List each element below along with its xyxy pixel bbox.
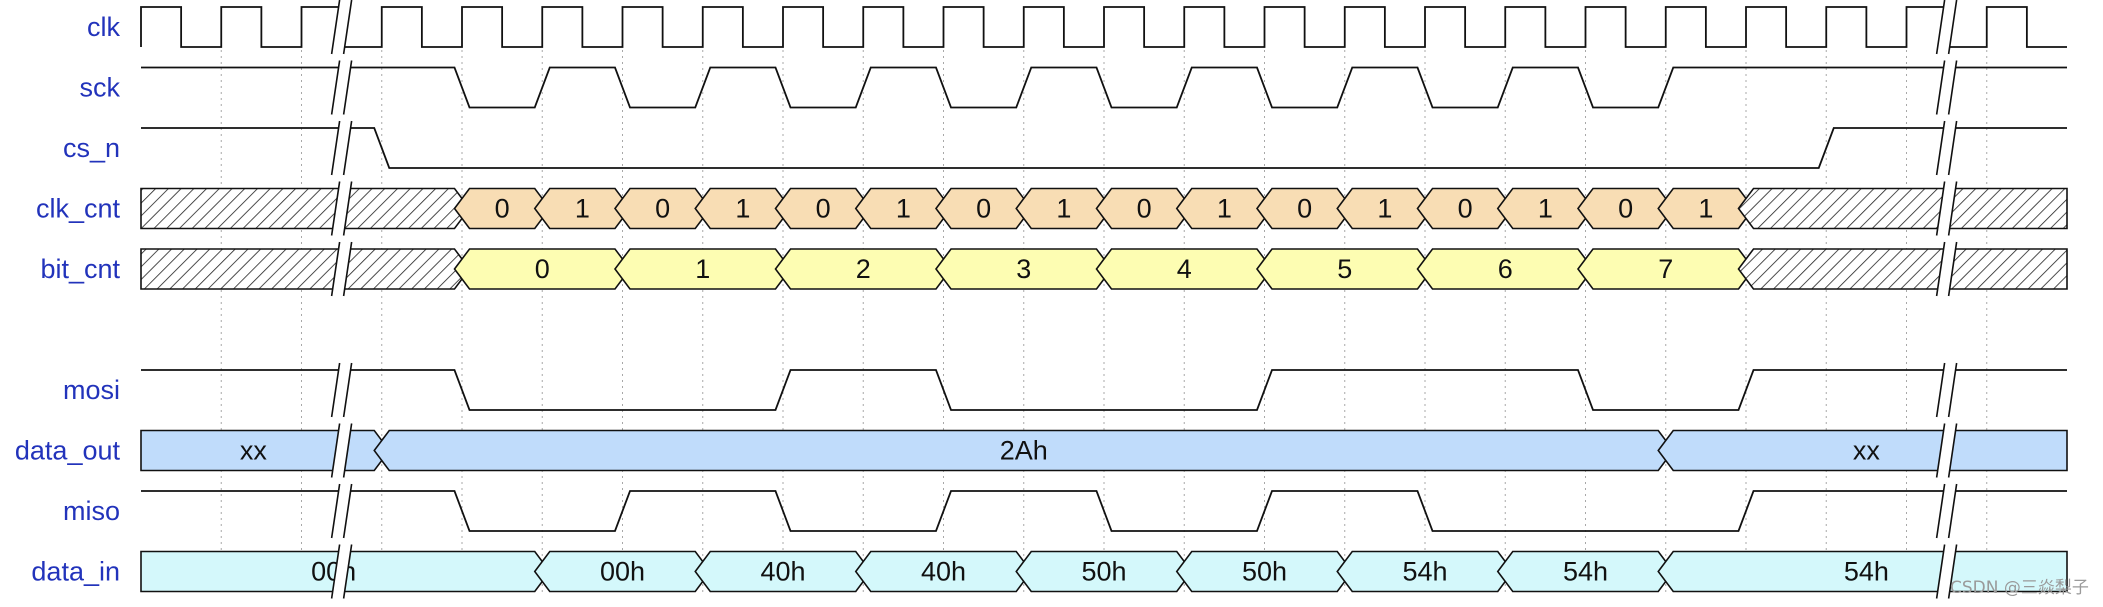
bus-value-label: 0 [535,254,550,284]
signal-bit-cnt: bit_cnt 0 1 2 3 4 5 6 7 [40,248,2068,290]
signal-miso: miso [63,490,2067,532]
bus-value-label: 5 [1337,254,1352,284]
time-break [1935,483,1958,539]
time-break [330,544,353,599]
signal-sck: sck [80,66,2067,109]
signal-label: clk [87,12,120,42]
bus-value-label: 4 [1177,254,1192,284]
time-gridlines [220,8,1988,596]
bus-value-label: 0 [655,194,670,224]
signal-label: bit_cnt [40,254,120,284]
time-break [330,423,353,478]
bus-value-label: 1 [896,194,911,224]
signal-label: data_in [31,557,120,587]
bus-value-label: 1 [695,254,710,284]
bus-value-label: xx [240,436,268,466]
bus-value-label: 1 [575,194,590,224]
bus-value-label: 50h [1081,557,1126,587]
signal-label: data_out [15,436,121,466]
time-break [330,483,353,539]
time-break [1935,60,1958,115]
time-break-marks [330,0,1958,599]
time-break [330,60,353,115]
bus-value-label: 1 [1056,194,1071,224]
bus-value-label: 0 [1458,194,1473,224]
signal-cs-n: cs_n [63,127,2067,169]
watermark-text: CSDN @三焱梨子 [1950,578,2089,598]
bus-undefined-segment [1737,248,2068,290]
bus-value-label: 1 [1217,194,1232,224]
signal-label: cs_n [63,133,120,163]
signal-label: miso [63,496,120,526]
bus-value-label: 54h [1402,557,1447,587]
signal-clk-cnt: clk_cnt 0 1 0 1 0 1 0 1 0 1 0 1 0 1 0 1 [36,187,2068,230]
bus-value-label: xx [1853,436,1881,466]
bus-value-label: 1 [1377,194,1392,224]
bus-value-label: 1 [735,194,750,224]
bus-value-label: 00h [600,557,645,587]
bus-undefined-segment [1737,187,2068,230]
clock-waveform [140,6,2067,48]
time-break [1935,544,1958,599]
bus-value-label: 0 [1618,194,1633,224]
signal-waveform [141,127,2067,169]
signal-label: mosi [63,375,120,405]
bus-value-label: 1 [1698,194,1713,224]
bus-value-label: 0 [495,194,510,224]
time-break [1935,423,1958,478]
bus-value-label: 6 [1498,254,1513,284]
bus-value-label: 0 [1137,194,1152,224]
bus-undefined-segment [140,248,471,290]
signal-waveform [141,490,2067,532]
bus-value-label: 7 [1658,254,1673,284]
bus-value-label: 54h [1563,557,1608,587]
bus-value-label: 2 [856,254,871,284]
time-break [1935,362,1958,418]
bus-value-label: 54h [1844,557,1889,587]
time-break [330,120,353,176]
signal-clk: clk [87,6,2067,48]
time-break [1935,120,1958,176]
bus-segment [1657,429,2068,472]
signal-waveform [141,66,2067,109]
bus-segment [1657,550,2068,593]
signal-label: sck [80,73,121,103]
bus-undefined-segment [140,187,471,230]
bus-value-label: 0 [976,194,991,224]
bus-value-label: 2Ah [1000,436,1048,466]
time-break [330,241,353,297]
bus-value-label: 40h [921,557,966,587]
bus-value-label: 0 [1297,194,1312,224]
time-break [1935,241,1958,297]
bus-value-label: 40h [760,557,805,587]
bus-value-label: 1 [1538,194,1553,224]
time-break [330,181,353,236]
bus-value-label: 3 [1016,254,1031,284]
time-break [330,362,353,418]
signal-waveform [141,369,2067,411]
signal-data-out: data_out xx 2Ah xx [15,429,2068,472]
time-break [1935,181,1958,236]
signal-mosi: mosi [63,369,2067,411]
time-break [1935,0,1958,55]
time-break [330,0,353,55]
bus-value-label: 0 [816,194,831,224]
bus-value-label: 50h [1242,557,1287,587]
signal-label: clk_cnt [36,194,121,224]
